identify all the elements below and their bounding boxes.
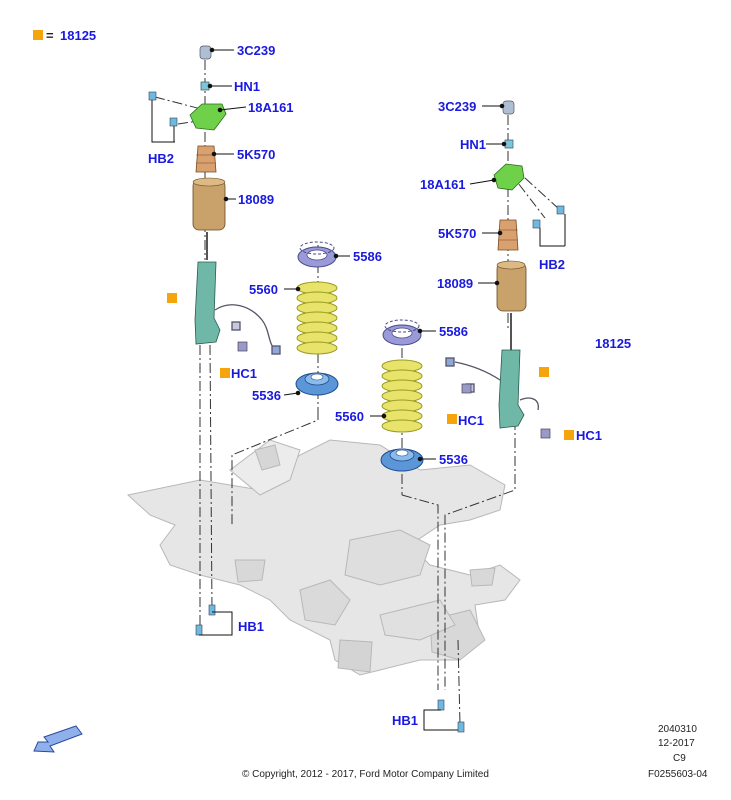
label-right-clip2: HC1 xyxy=(576,428,603,443)
left-lower-seat-5536 xyxy=(295,372,339,396)
right-shock-absorber-18125 xyxy=(498,313,525,429)
left-bolts-hb1 xyxy=(195,604,233,636)
right-clip-hc1-b xyxy=(540,428,551,439)
label-left-spring: 5560 xyxy=(249,282,278,297)
rear-subframe xyxy=(126,439,521,676)
label-right-bolts-top: HB2 xyxy=(539,257,566,272)
left-clip-marker-icon xyxy=(220,368,230,378)
left-shock-marker-icon xyxy=(167,293,177,303)
copyright-notice: © Copyright, 2012 - 2017, Ford Motor Com… xyxy=(242,769,489,780)
label-left-bolts-top: HB2 xyxy=(148,151,175,166)
drawing-rev: C9 xyxy=(673,753,686,764)
left-clip-hc1 xyxy=(237,341,248,352)
label-right-mount: 18A161 xyxy=(420,177,466,192)
right-lower-seat-5536 xyxy=(380,448,424,472)
right-clip2-marker-icon xyxy=(564,430,574,440)
label-right-clip1: HC1 xyxy=(458,413,485,428)
vehicle-front-arrow-icon xyxy=(33,725,83,753)
right-cap-3c239 xyxy=(502,100,515,115)
label-left-upper-seat: 5586 xyxy=(353,249,382,264)
label-left-mount: 18A161 xyxy=(248,100,294,115)
label-right-boot: 18089 xyxy=(437,276,474,291)
right-spring-5560 xyxy=(381,359,423,433)
left-bumper-5k570 xyxy=(195,145,217,173)
label-right-spring: 5560 xyxy=(335,409,364,424)
label-right-bolts-bottom: HB1 xyxy=(392,713,419,728)
label-left-lower-seat: 5536 xyxy=(252,388,281,403)
right-shock-marker-icon xyxy=(539,367,549,377)
drawing-date: 12-2017 xyxy=(658,738,695,749)
left-cap-3c239 xyxy=(199,45,212,60)
right-sensor-wire xyxy=(445,357,539,411)
right-upper-seat-5586 xyxy=(382,319,422,346)
drawing-code: 2040310 xyxy=(658,724,697,735)
right-bolts-hb2 xyxy=(532,205,566,247)
label-right-shock: 18125 xyxy=(595,336,632,351)
right-clip1-marker-icon xyxy=(447,414,457,424)
label-left-bumper: 5K570 xyxy=(237,147,276,162)
orange-marker-icon xyxy=(33,30,43,40)
figure-id: F0255603-04 xyxy=(648,769,708,780)
label-right-cap: 3C239 xyxy=(438,99,477,114)
left-sensor-wire xyxy=(214,304,281,355)
label-right-nut: HN1 xyxy=(460,137,487,152)
left-mount-18a161 xyxy=(189,103,227,131)
right-clip-hc1-a xyxy=(461,383,472,394)
left-bolts-hb2 xyxy=(148,91,178,143)
leader-lines xyxy=(207,47,507,462)
legend-equals: = xyxy=(46,28,54,43)
label-right-upper-seat: 5586 xyxy=(439,324,468,339)
label-left-bolts-bottom: HB1 xyxy=(238,619,265,634)
label-right-lower-seat: 5536 xyxy=(439,452,468,467)
left-spring-5560 xyxy=(296,281,338,355)
right-bumper-5k570 xyxy=(497,219,519,251)
label-left-clip: HC1 xyxy=(231,366,258,381)
right-mount-18a161 xyxy=(493,163,525,191)
right-boot-18089 xyxy=(496,260,527,312)
label-left-boot: 18089 xyxy=(238,192,275,207)
label-left-nut: HN1 xyxy=(234,79,261,94)
legend-part-number: 18125 xyxy=(60,28,97,43)
left-upper-seat-5586 xyxy=(297,241,337,268)
left-shock-absorber-18125 xyxy=(194,232,221,345)
assembly-lines xyxy=(154,60,561,726)
left-boot-18089 xyxy=(192,177,226,231)
label-right-bumper: 5K570 xyxy=(438,226,477,241)
label-left-cap: 3C239 xyxy=(237,43,276,58)
right-bolts-hb1 xyxy=(423,699,465,733)
